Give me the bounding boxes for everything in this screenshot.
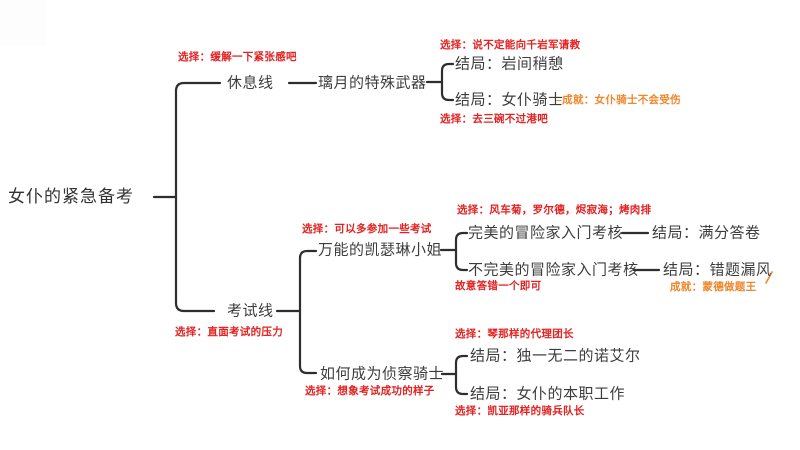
exam-choice-label: 选择：直面考试的压力 xyxy=(175,325,283,338)
root-node: 女仆的紧急备考 xyxy=(8,187,134,207)
corner-watermark-area xyxy=(0,0,46,46)
liyue-weapon-node: 璃月的特殊武器 xyxy=(318,74,427,92)
achievement-quiz-king: 成就：蒙德做题王 xyxy=(670,280,757,293)
ending-full-marks: 结局：满分答卷 xyxy=(652,224,761,242)
scout-knight-node: 如何成为侦察骑士 xyxy=(320,365,445,383)
rest-choice-label: 选择：缓解一下紧张感吧 xyxy=(178,50,297,63)
imperfect-hint-label: 故意答错一个即可 xyxy=(455,279,542,292)
katheryne-node: 万能的凯瑟琳小姐 xyxy=(318,241,443,259)
ending-unique-noelle: 结局：独一无二的诺艾尔 xyxy=(470,347,641,365)
scout-choice-label: 选择：想象考试成功的样子 xyxy=(305,384,435,397)
perfect-exam-node: 完美的冒险家入门考核 xyxy=(468,224,624,242)
scout-choice-top: 选择：琴那样的代理团长 xyxy=(455,327,574,340)
weapon-bracket-line xyxy=(440,62,455,102)
exam-line-node: 考试线 xyxy=(227,302,274,320)
root-bracket-line xyxy=(174,81,222,313)
rest-line-node: 休息线 xyxy=(227,74,274,92)
ending-wrong-answer: 结局：错题漏风 xyxy=(663,261,772,279)
exam-bracket-line xyxy=(298,249,318,375)
ending-maid-duty: 结局：女仆的本职工作 xyxy=(470,385,626,403)
imperfect-exam-node: 不完美的冒险家入门考核 xyxy=(468,261,639,279)
weapon-choice-bottom: 选择：去三碗不过港吧 xyxy=(440,112,548,125)
scout-bracket-line xyxy=(454,354,469,396)
weapon-choice-top: 选择：说不定能向千岩军请教 xyxy=(440,38,581,51)
katheryne-bracket-line xyxy=(454,231,469,272)
scout-choice-bottom: 选择：凯亚那样的骑兵队长 xyxy=(455,404,585,417)
exam-answers-choice: 选择：风车菊，罗尔德，烬寂海；烤肉排 xyxy=(457,203,652,216)
ending-maid-knight: 结局：女仆骑士 xyxy=(455,91,564,109)
achievement-pointer-line xyxy=(765,271,773,284)
katheryne-choice-label: 选择：可以多参加一些考试 xyxy=(302,222,432,235)
ending-rock-rest: 结局：岩间稍憩 xyxy=(455,55,564,73)
achievement-maid-knight: –成就：女仆骑士不会受伤 xyxy=(556,93,681,106)
